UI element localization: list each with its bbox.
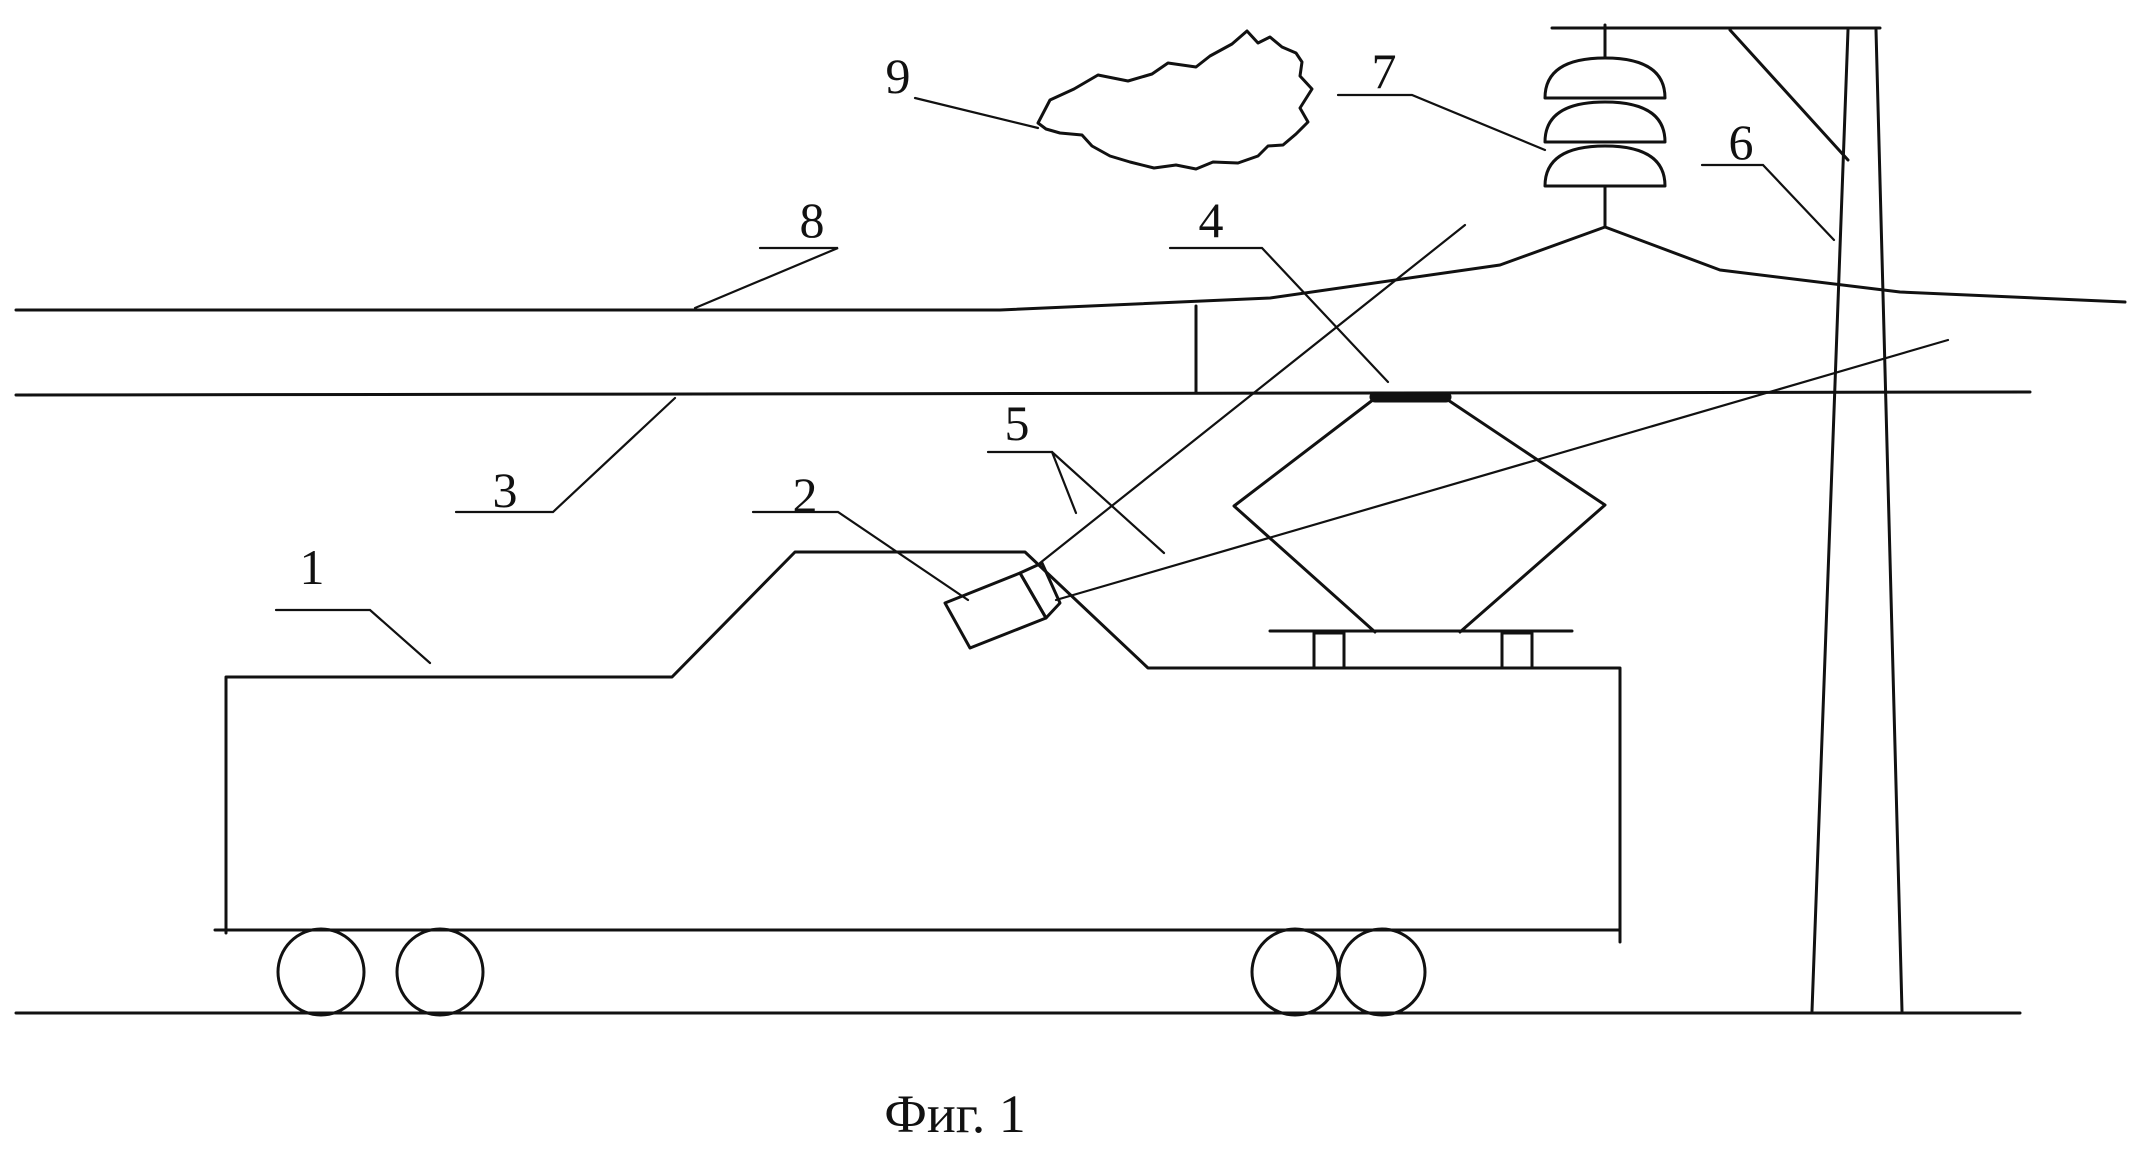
label-5: 5 xyxy=(1005,395,1030,451)
sensor-lens xyxy=(1020,563,1060,618)
leader-line-1 xyxy=(276,610,430,663)
support-pole xyxy=(1876,30,1902,1011)
wheel xyxy=(1339,929,1425,1015)
wheel xyxy=(278,929,364,1015)
label-4: 4 xyxy=(1199,192,1224,248)
messenger-wire xyxy=(16,227,2125,310)
leader-lines xyxy=(276,95,1834,663)
pantograph-frame xyxy=(1234,396,1605,632)
label-9: 9 xyxy=(886,48,911,104)
pantograph-insulator xyxy=(1314,633,1344,668)
insulator-disc xyxy=(1545,58,1665,98)
label-2: 2 xyxy=(793,467,818,523)
leader-line-7 xyxy=(1338,95,1545,150)
figure-caption: Фиг. 1 xyxy=(884,1084,1026,1144)
wheel xyxy=(1252,929,1338,1015)
support-pole xyxy=(1812,30,1848,1011)
locomotive-body xyxy=(226,552,1620,942)
label-6: 6 xyxy=(1729,114,1754,170)
cloud xyxy=(1038,31,1312,169)
label-7: 7 xyxy=(1372,43,1397,99)
pantograph-insulator xyxy=(1502,633,1532,668)
leader-line-2 xyxy=(753,512,968,600)
leader-line-5 xyxy=(1052,452,1164,553)
label-1: 1 xyxy=(300,539,325,595)
sensor-device xyxy=(945,573,1046,648)
wheel xyxy=(397,929,483,1015)
leader-line-4 xyxy=(1170,248,1388,382)
leader-line-8 xyxy=(695,248,838,308)
label-3: 3 xyxy=(493,462,518,518)
leader-line-6 xyxy=(1702,165,1834,240)
insulator-disc xyxy=(1545,102,1665,142)
label-8: 8 xyxy=(800,192,825,248)
optical-beam xyxy=(1056,340,1948,600)
insulator-disc xyxy=(1545,146,1665,186)
leader-line-3 xyxy=(456,398,675,512)
leader-line-9 xyxy=(915,98,1038,128)
